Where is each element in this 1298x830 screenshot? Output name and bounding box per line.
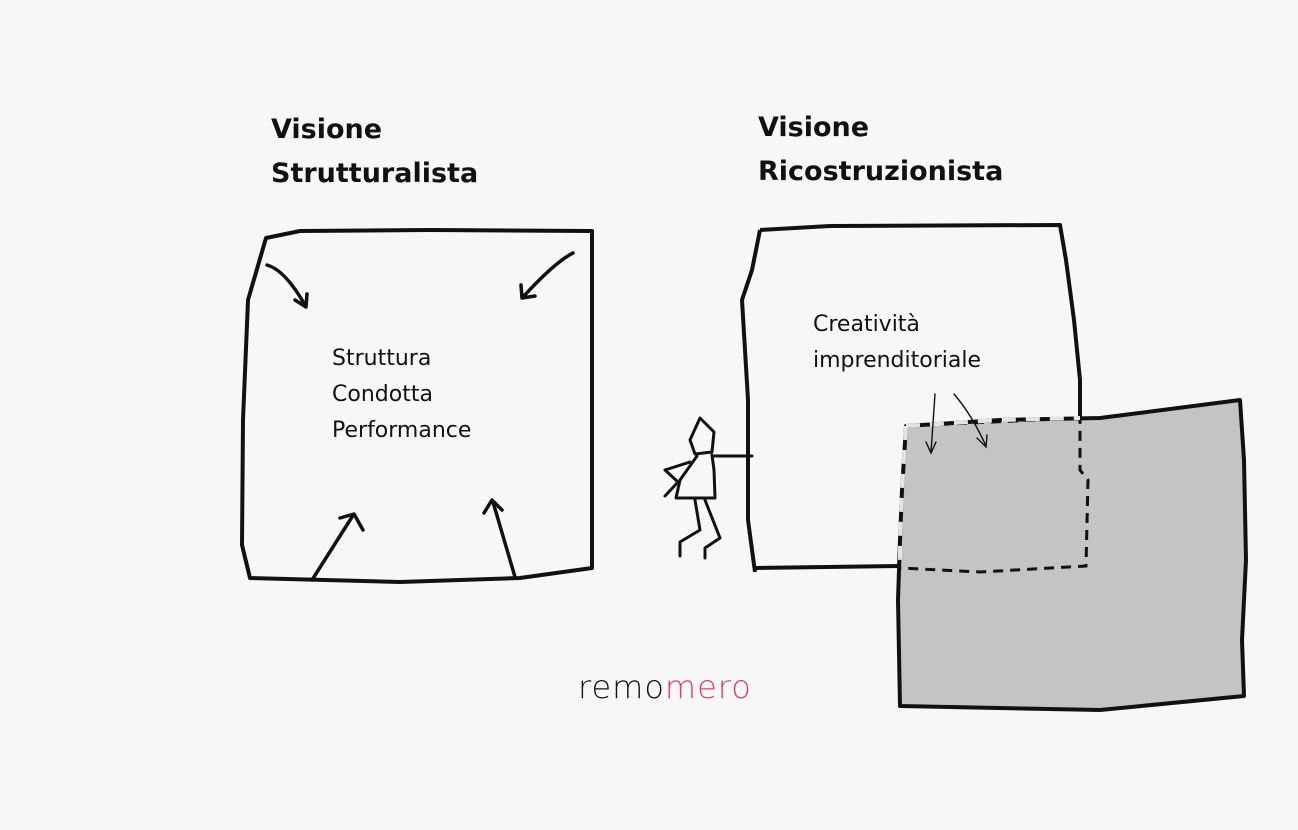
arrow-bottom-left <box>310 515 354 582</box>
reconstructionist-box-left <box>740 229 762 573</box>
arrow-top-left <box>265 263 307 307</box>
reconstructionist-title-line1: Visione <box>758 112 870 143</box>
figure-leg-1 <box>678 498 702 558</box>
figure-arm-back <box>663 460 692 498</box>
structuralist-title-line1: Visione <box>271 114 383 145</box>
arrow-top-right-head <box>519 283 537 300</box>
reconstructionist-box-bottom <box>754 564 901 570</box>
reconstructionist-title: Visione Ricostruzionista <box>758 106 1003 194</box>
creativity-labels: Creatività imprenditoriale <box>813 307 981 379</box>
reconstructionist-title-line2: Ricostruzionista <box>758 156 1004 187</box>
label-creativita: Creatività <box>813 312 920 337</box>
thin-arrow-1-head <box>925 441 937 455</box>
overlap-dashed-left <box>898 425 908 566</box>
arrow-bottom-right <box>491 500 517 579</box>
arrow-top-left-head <box>293 292 309 309</box>
arrow-bottom-right-head <box>482 498 504 515</box>
label-struttura: Struttura <box>332 346 432 371</box>
new-market-area <box>896 398 1248 712</box>
overlap-dashed-light <box>905 416 1081 428</box>
thin-arrow-2 <box>953 393 987 447</box>
logo-part1: remo <box>578 668 665 706</box>
logo-part2: mero <box>664 668 752 706</box>
label-imprenditoriale: imprenditoriale <box>813 348 981 373</box>
figure-body <box>674 453 717 500</box>
figure-head <box>688 416 716 456</box>
figure-leg-2 <box>703 498 722 560</box>
label-condotta: Condotta <box>332 382 433 407</box>
reconstructionist-box <box>759 223 1082 418</box>
inward-arrows <box>265 251 575 582</box>
creativity-arrows <box>925 393 988 455</box>
entrepreneur-figure <box>663 416 754 560</box>
label-performance: Performance <box>332 418 472 443</box>
structuralist-title: Visione Strutturalista <box>271 108 478 196</box>
structuralist-box <box>240 228 594 584</box>
thin-arrow-1 <box>930 393 936 453</box>
structuralist-title-line2: Strutturalista <box>271 158 479 189</box>
thin-arrow-2-head <box>976 434 988 449</box>
scp-labels: Struttura Condotta Performance <box>332 341 471 449</box>
remomero-logo: remomero <box>578 668 752 706</box>
arrow-bottom-left-head <box>338 512 365 532</box>
arrow-top-right <box>521 251 575 299</box>
